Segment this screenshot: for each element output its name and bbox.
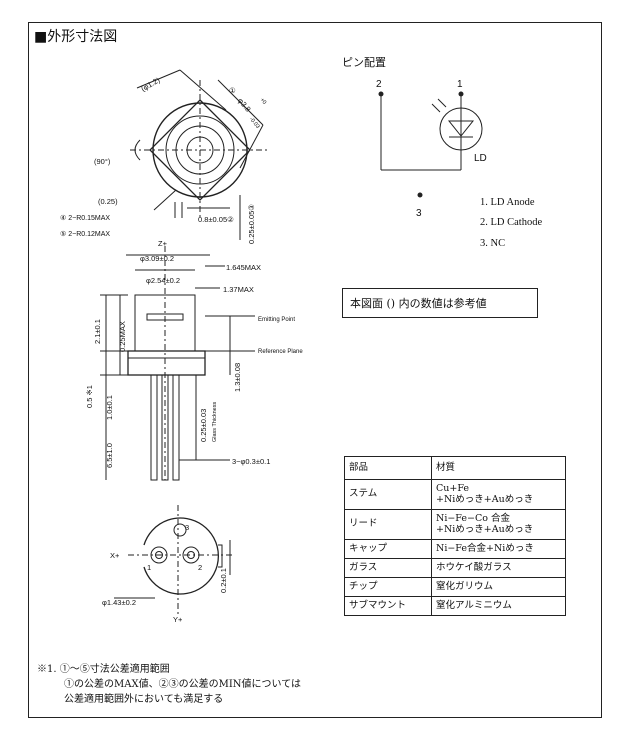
tol-38-minus: -0.03 <box>248 116 261 129</box>
pin-configuration-title: ピン配置 <box>342 56 386 69</box>
note-line-2: ①の公差のMAX値、②③の公差のMIN値については <box>64 679 302 690</box>
pin-list-item-1: 1. LD Anode <box>480 197 535 208</box>
material-cell: 窒化ガリウム <box>431 577 566 597</box>
table-header-row: 部品 材質 <box>344 456 566 480</box>
dim-pitch08: 0.8±0.05② <box>198 215 234 224</box>
top-view-package <box>130 69 270 240</box>
label-zplus: Z+ <box>158 239 168 248</box>
circled-1: ① <box>229 86 236 95</box>
material-cell: Cu+Fe +Niめっき+Auめっき <box>431 479 566 510</box>
dim-025: (0.25) <box>98 197 118 206</box>
note-line-1: ※1. ①〜⑤寸法公差適用範囲 <box>37 664 170 675</box>
ld-label: LD <box>474 153 487 164</box>
pin-2-label: 2 <box>376 79 382 90</box>
table-row: サブマウント 窒化アルミニウム <box>344 596 566 616</box>
dim-05: 0.5 ※1 <box>85 385 94 408</box>
label-yplus: Y+ <box>173 615 183 624</box>
dim-r015: ④ 2−R0.15MAX <box>60 214 110 222</box>
label-xplus: X+ <box>110 551 120 560</box>
material-cell: 窒化アルミニウム <box>431 596 566 616</box>
bottom-pin-1: 1 <box>147 563 151 572</box>
pin-3-label: 3 <box>416 208 422 219</box>
table-row: ステム Cu+Fe +Niめっき+Auめっき <box>344 479 566 510</box>
bottom-pin-3: 3 <box>185 523 189 532</box>
dim-21: 2.1±0.1 <box>93 319 102 344</box>
table-row: チップ 窒化ガリウム <box>344 577 566 597</box>
reference-note-box: 本図面 () 内の数値は参考値 <box>342 288 538 318</box>
part-cell: チップ <box>344 577 432 597</box>
dim-10: 1.0±0.1 <box>105 395 114 420</box>
reference-note: 本図面 () 内の数値は参考値 <box>350 297 487 310</box>
part-cell: ガラス <box>344 558 432 578</box>
material-cell: Ni−Fe−Co 合金 +Niめっき+Auめっき <box>431 509 566 540</box>
tol-38-plus: +0 <box>259 97 268 106</box>
part-cell: リード <box>344 509 432 540</box>
dim-phi12: (φ1.2) <box>139 75 162 93</box>
dim-137: 1.37MAX <box>223 285 254 294</box>
pin-list-item-3: 3. NC <box>480 238 506 249</box>
materials-table: 部品 材質 ステム Cu+Fe +Niめっき+Auめっき リード Ni−Fe−C… <box>344 456 566 616</box>
page-title: ■外形寸法図 <box>34 29 118 45</box>
dim-phi38: φ3.8 <box>236 96 253 114</box>
table-row: キャップ Ni−Fe合金+Niめっき <box>344 539 566 559</box>
note-line-3: 公差適用範囲外においても満足する <box>64 694 224 705</box>
table-row: ガラス ホウケイ酸ガラス <box>344 558 566 578</box>
label-emitting-point: Emitting Point <box>258 317 295 323</box>
part-cell: ステム <box>344 479 432 510</box>
pin-list-item-2: 2. LD Cathode <box>480 217 543 228</box>
dim-13: 1.3±0.08 <box>233 363 242 392</box>
table-row: リード Ni−Fe−Co 合金 +Niめっき+Auめっき <box>344 509 566 540</box>
part-cell: サブマウント <box>344 596 432 616</box>
laser-diode-icon <box>447 120 475 137</box>
dim-glass: 0.25±0.03 <box>199 409 208 442</box>
dim-leads: 3−φ0.3±0.1 <box>232 457 270 466</box>
dim-025max: 0.25MAX <box>118 321 127 352</box>
dim-02: 0.2±0.1 <box>219 568 228 593</box>
bottom-pin-2: 2 <box>198 563 202 572</box>
dim-65: 6.5±1.0 <box>105 443 114 468</box>
dim-025b: 0.25±0.05③ <box>247 204 256 244</box>
page-frame <box>28 22 602 718</box>
dim-phi254: φ2.54±0.2 <box>146 276 180 285</box>
dim-r012: ⑤ 2−R0.12MAX <box>60 230 110 238</box>
outline-drawing: (φ1.2) ① φ3.8 +0 -0.03 (90°) (0.25) ④ 2−… <box>60 69 303 624</box>
dim-phi143: φ1.43±0.2 <box>102 598 136 607</box>
material-cell: Ni−Fe合金+Niめっき <box>431 539 566 559</box>
material-cell: ホウケイ酸ガラス <box>431 558 566 578</box>
pin-1-label: 1 <box>457 79 463 90</box>
side-view-package <box>100 246 255 481</box>
dim-phi309: φ3.09±0.2 <box>140 254 174 263</box>
bottom-view-package <box>114 505 235 615</box>
part-cell: キャップ <box>344 539 432 559</box>
table-header-part: 部品 <box>344 456 432 480</box>
table-header-material: 材質 <box>431 456 566 480</box>
label-reference-plane: Reference Plane <box>258 349 303 355</box>
label-glass-thickness: Glass Thickness <box>212 402 218 442</box>
dim-angle90: (90°) <box>94 157 111 166</box>
dim-1645: 1.645MAX <box>226 263 261 272</box>
pin-configuration-diagram: 2 1 LD 3 <box>376 79 487 219</box>
